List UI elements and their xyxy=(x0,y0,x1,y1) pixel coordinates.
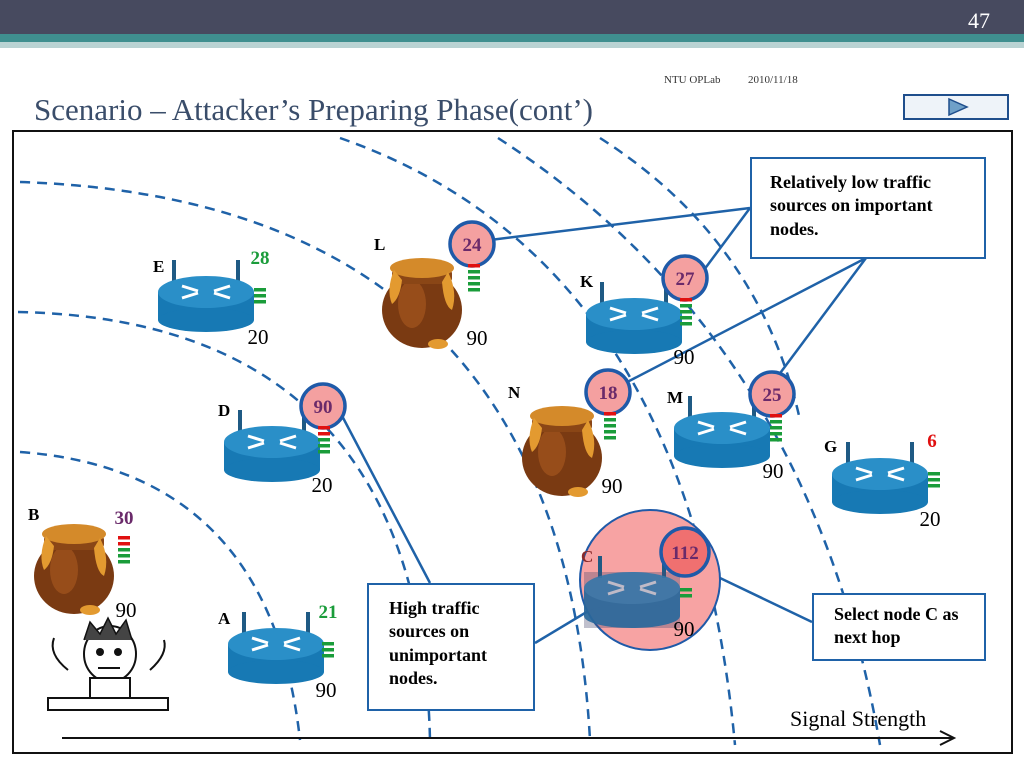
attacker-figure xyxy=(32,616,182,716)
play-icon xyxy=(948,97,969,117)
callout-low-traffic: Relatively low traffic sources on import… xyxy=(750,157,986,259)
node-l-signal: 90 xyxy=(467,326,488,350)
node-n-letter: N xyxy=(508,383,521,402)
node-m-traffic: 25 xyxy=(763,385,782,406)
node-n-traffic: 18 xyxy=(599,383,618,404)
node-g-signal: 20 xyxy=(920,507,941,531)
node-c-router xyxy=(582,554,682,630)
node-c-signal: 90 xyxy=(674,617,695,641)
node-e-letter: E xyxy=(153,257,164,276)
node-a-signal: 90 xyxy=(316,678,337,702)
node-d-signal: 20 xyxy=(312,473,333,497)
node-l-letter: L xyxy=(374,235,385,254)
node-m-signal: 90 xyxy=(763,459,784,483)
callout-high-traffic: High traffic sources on unimportant node… xyxy=(367,583,535,711)
callout-connectors xyxy=(338,206,868,645)
callout-select-node: Select node C as next hop xyxy=(812,593,986,661)
slide-title: Scenario – Attacker’s Preparing Phase(co… xyxy=(34,92,593,127)
node-n-signal: 90 xyxy=(602,474,623,498)
node-k-traffic: 27 xyxy=(676,269,696,290)
next-slide-button[interactable] xyxy=(903,94,1009,120)
node-l-traffic: 24 xyxy=(463,235,483,256)
node-g-traffic: 6 xyxy=(927,431,937,452)
traffic-bars xyxy=(118,264,940,658)
node-a-letter: A xyxy=(218,609,231,628)
node-k-letter: K xyxy=(580,272,594,291)
node-a-traffic: 21 xyxy=(319,602,338,623)
node-b-signal: 90 xyxy=(116,598,137,622)
node-c-traffic: 112 xyxy=(671,543,698,564)
axis-label: Signal Strength xyxy=(790,706,927,731)
slide-number: 47 xyxy=(968,8,990,33)
node-e-router xyxy=(156,258,256,334)
node-g-letter: G xyxy=(824,437,837,456)
node-b-letter: B xyxy=(28,505,39,524)
node-d-traffic: 90 xyxy=(314,397,333,418)
node-e-signal: 20 xyxy=(248,325,269,349)
accent-bar-light xyxy=(0,42,1024,48)
node-g-router xyxy=(830,440,930,516)
node-d-letter: D xyxy=(218,401,230,420)
accent-bar xyxy=(0,34,1024,42)
node-m-letter: M xyxy=(667,388,683,407)
signal-axis xyxy=(62,730,957,746)
footer-org: NTU OPLab xyxy=(664,74,721,86)
traffic-circles xyxy=(299,220,796,578)
node-l-honeypot xyxy=(382,258,462,349)
footer-date: 2010/11/18 xyxy=(748,74,798,86)
node-a-router xyxy=(226,610,326,686)
node-e-traffic: 28 xyxy=(251,248,270,269)
node-b-traffic: 30 xyxy=(115,508,134,529)
node-b-honeypot xyxy=(34,524,114,615)
node-k-signal: 90 xyxy=(674,345,695,369)
top-bar xyxy=(0,0,1024,34)
node-n-honeypot xyxy=(522,406,602,497)
node-c-letter: C xyxy=(581,547,593,566)
